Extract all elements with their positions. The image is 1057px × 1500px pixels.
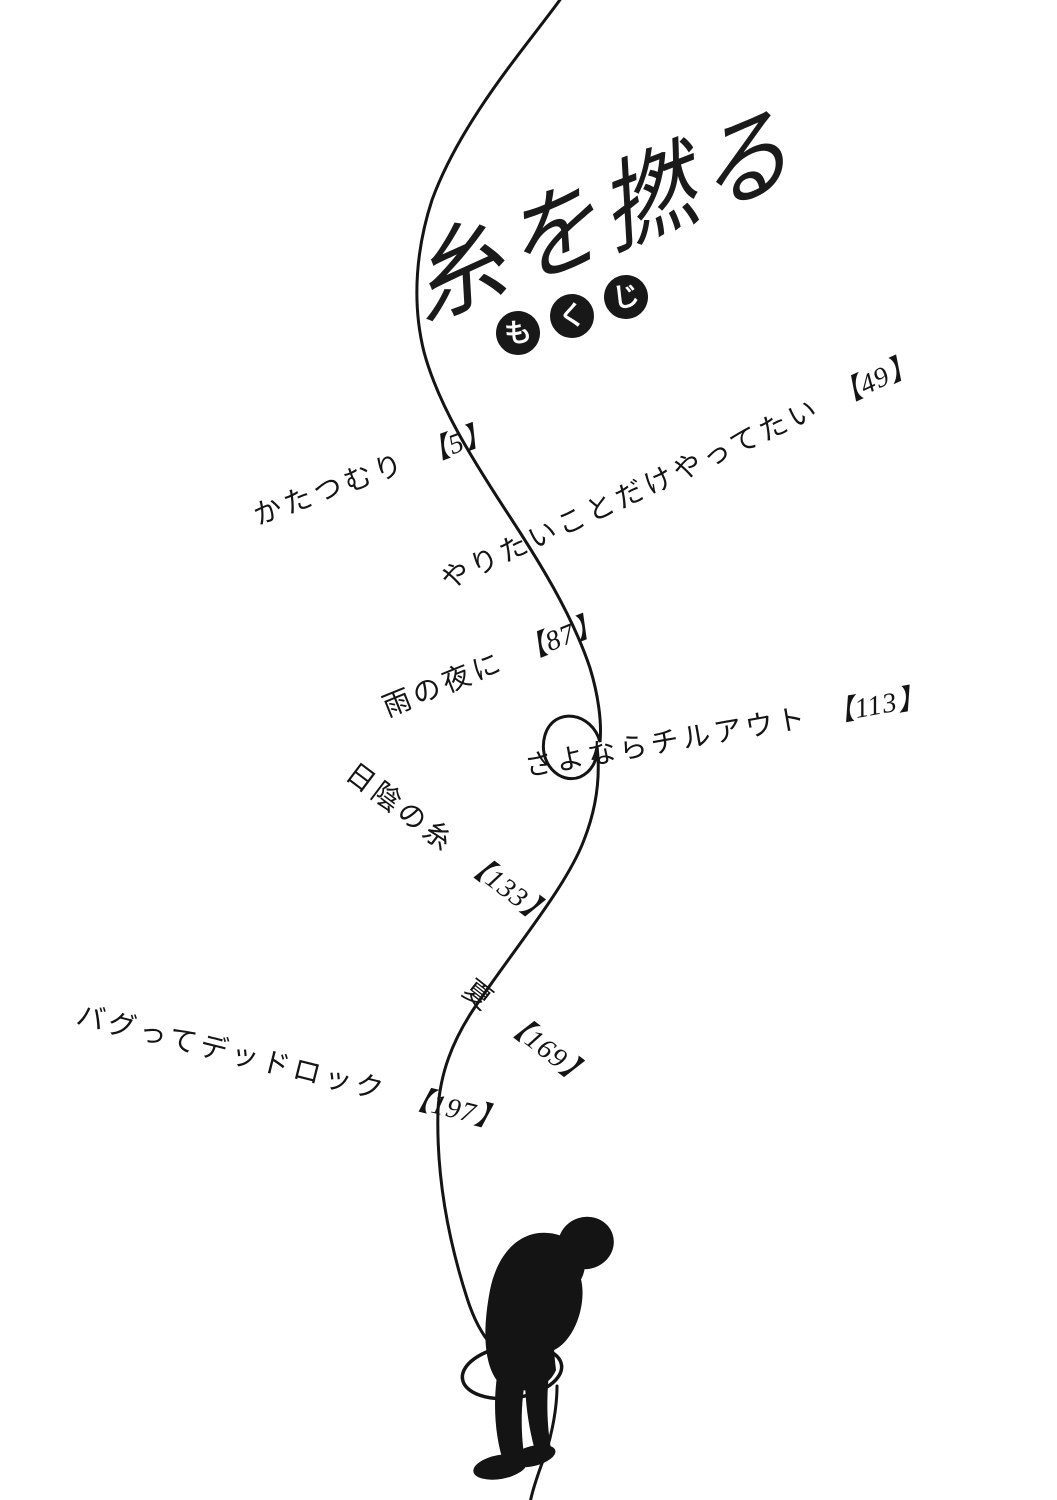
chapter-entry-2: やりたいことだけやってたい【49】 <box>434 342 923 598</box>
chapter-title: 日陰の糸 <box>339 757 461 860</box>
chapter-entry-4: さよならチルアウト【113】 <box>521 675 929 785</box>
chapter-page-number: 【113】 <box>823 681 929 730</box>
chapter-page-number: 【49】 <box>828 348 922 414</box>
person-front-leg <box>495 1376 526 1464</box>
chapter-entry-3: 雨の夜に【87】 <box>376 601 608 726</box>
person-back-leg <box>525 1372 551 1454</box>
toc-badge-char: じ <box>610 279 642 314</box>
chapter-title: バグってデッドロック <box>73 1000 391 1108</box>
chapter-page-number: 【133】 <box>456 845 558 933</box>
bowing-person-silhouette <box>473 1216 614 1480</box>
person-back-shoe <box>510 1444 556 1468</box>
chapter-page-number: 【87】 <box>514 607 608 669</box>
chapter-title: 雨の夜に <box>378 646 509 724</box>
person-chest <box>523 1257 583 1353</box>
chapter-title: 夏 <box>456 974 501 1019</box>
chapter-title: やりたいことだけやってたい <box>436 393 826 597</box>
chapter-title: かたつむり <box>249 447 411 532</box>
chapter-entry-7: バグってデッドロック【197】 <box>73 993 509 1138</box>
chapter-title: さよならチルアウト <box>522 702 812 784</box>
toc-badge-ji: じ <box>601 272 651 322</box>
toc-badge-char: も <box>502 315 534 350</box>
thread-tail <box>529 1384 559 1500</box>
chapter-entry-6: 夏【169】 <box>455 969 600 1095</box>
chapter-page-number: 【169】 <box>496 1005 597 1094</box>
toc-badge-char: く <box>556 298 588 333</box>
chapter-entry-1: かたつむり【5】 <box>247 410 497 533</box>
thread-line <box>415 0 602 1348</box>
chapter-page-number: 【197】 <box>399 1081 508 1137</box>
book-title: 糸を撚る <box>396 92 809 342</box>
chapter-page-number: 【5】 <box>416 416 497 471</box>
